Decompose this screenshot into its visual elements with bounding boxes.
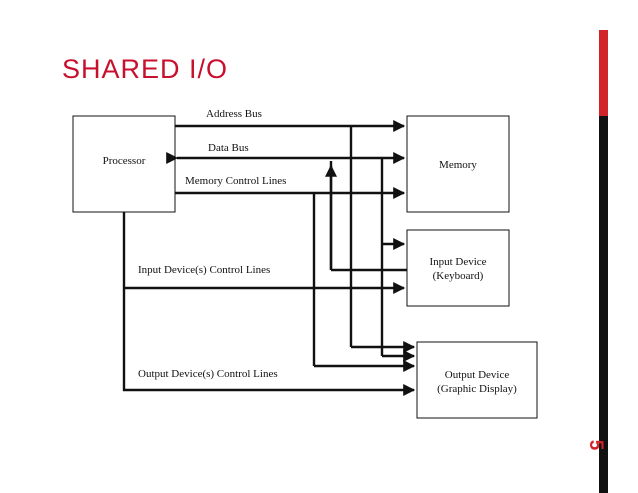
memory-control-label: Memory Control Lines <box>185 175 286 187</box>
processor-block: Processor <box>72 115 176 213</box>
output-device-sublabel: (Graphic Display) <box>437 383 517 395</box>
output-control-connection: Output Device(s) Control Lines <box>123 368 416 396</box>
input-device-sublabel: (Keyboard) <box>433 270 484 282</box>
memory-label: Memory <box>439 159 477 171</box>
slide-title: SHARED I/O <box>62 54 229 84</box>
side-accent-bar-red <box>599 30 608 116</box>
data-bus-connection: Data Bus <box>166 142 416 362</box>
data-bus-label: Data Bus <box>208 142 249 154</box>
processor-label: Processor <box>103 155 146 167</box>
memory-control-connection: Memory Control Lines <box>175 175 416 372</box>
side-accent-bar-black <box>599 116 608 493</box>
output-device-label: Output Device <box>445 369 510 381</box>
input-control-connection: Input Device(s) Control Lines <box>122 212 406 391</box>
input-device-block: Input Device (Keyboard) <box>406 229 510 307</box>
input-device-label: Input Device <box>429 256 486 268</box>
address-bus-label: Address Bus <box>206 108 262 120</box>
memory-block: Memory <box>406 115 510 213</box>
input-control-label: Input Device(s) Control Lines <box>138 264 270 276</box>
output-control-label: Output Device(s) Control Lines <box>138 368 278 380</box>
output-device-block: Output Device (Graphic Display) <box>416 341 538 419</box>
